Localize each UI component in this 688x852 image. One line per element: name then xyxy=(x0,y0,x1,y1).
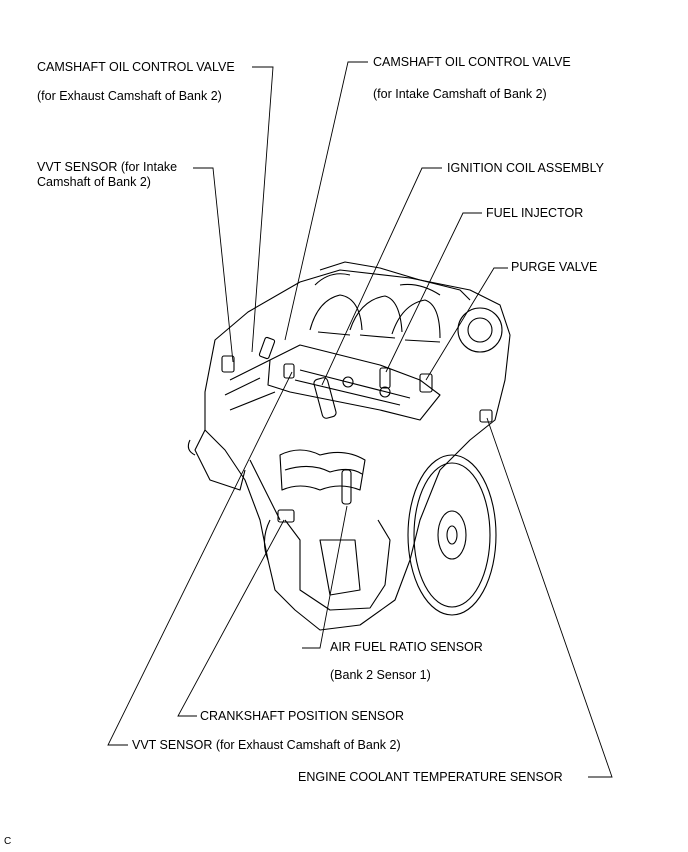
label-vvt-intake-line1: VVT SENSOR (for Intake xyxy=(37,160,178,174)
label-vvt-exhaust: VVT SENSOR (for Exhaust Camshaft of Bank… xyxy=(132,738,401,752)
label-cam-ocv-exhaust-sub: (for Exhaust Camshaft of Bank 2) xyxy=(37,89,222,103)
label-air-fuel-ratio-sub: (Bank 2 Sensor 1) xyxy=(330,668,431,682)
figure-code: C xyxy=(4,836,12,847)
label-purge-valve: PURGE VALVE xyxy=(511,260,598,274)
engine-illustration xyxy=(187,261,511,631)
leader-ignition-coil xyxy=(321,167,442,386)
label-ignition-coil: IGNITION COIL ASSEMBLY xyxy=(447,161,604,175)
leader-air-fuel-ratio xyxy=(302,505,348,649)
label-cam-ocv-intake: CAMSHAFT OIL CONTROL VALVE xyxy=(373,55,571,69)
label-air-fuel-ratio: AIR FUEL RATIO SENSOR xyxy=(330,640,483,654)
leader-lines xyxy=(107,61,613,778)
leader-coolant-temp xyxy=(486,417,613,778)
leader-vvt-intake xyxy=(193,167,234,363)
label-crankshaft-sensor: CRANKSHAFT POSITION SENSOR xyxy=(200,709,404,723)
label-cam-ocv-intake-sub: (for Intake Camshaft of Bank 2) xyxy=(373,87,547,101)
leader-purge-valve xyxy=(425,267,508,381)
leader-crankshaft xyxy=(177,519,285,717)
label-vvt-intake-line2: Camshaft of Bank 2) xyxy=(37,175,151,189)
leader-fuel-injector xyxy=(385,212,482,373)
label-fuel-injector: FUEL INJECTOR xyxy=(486,206,584,220)
label-cam-ocv-exhaust: CAMSHAFT OIL CONTROL VALVE xyxy=(37,60,235,74)
label-coolant-temp: ENGINE COOLANT TEMPERATURE SENSOR xyxy=(298,770,563,784)
leader-cam-ocv-exhaust xyxy=(251,66,274,353)
leader-vvt-exhaust xyxy=(107,371,293,746)
leader-cam-ocv-intake xyxy=(284,61,368,341)
